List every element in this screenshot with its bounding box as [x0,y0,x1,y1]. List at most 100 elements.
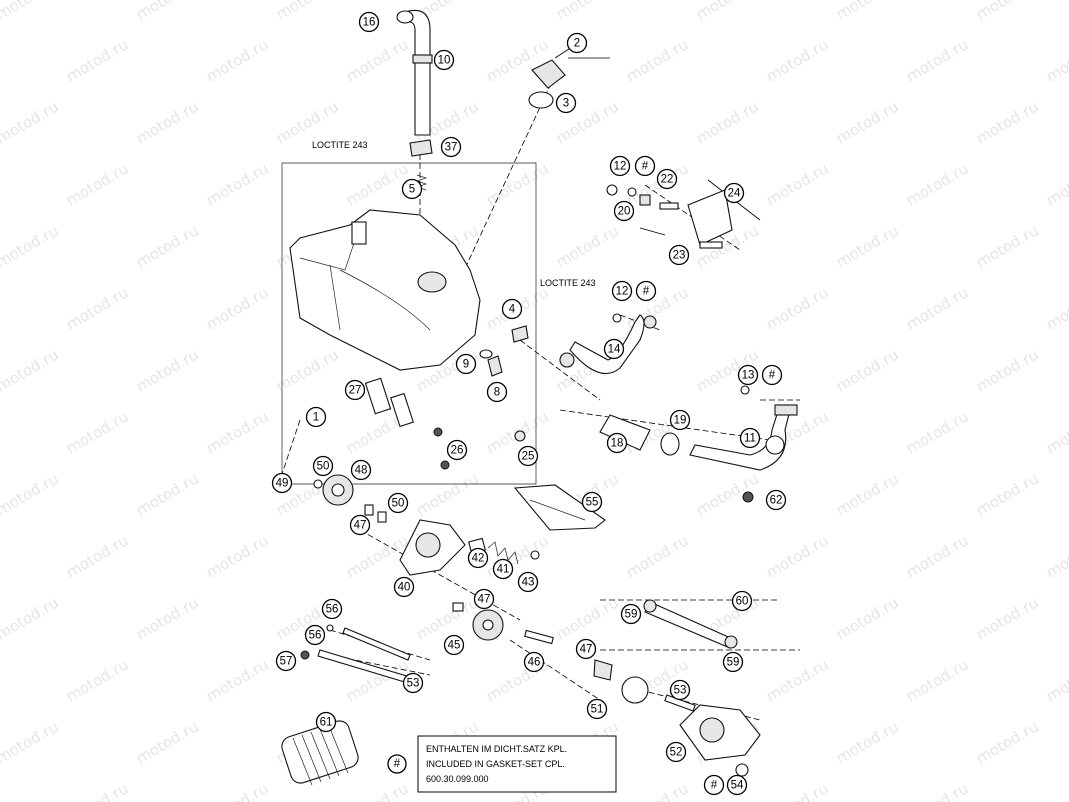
callout-circle [761,364,783,386]
callout-circle [722,651,744,673]
callout-circle [523,651,545,673]
watermark-text: motod.ru [133,345,202,395]
callout-number: 10 [438,55,451,67]
watermark-text: motod.ru [973,593,1042,643]
callout-number: 11 [744,433,756,445]
callout-number: 46 [528,657,541,669]
callout-number: 60 [736,596,749,608]
callout-part-4: 4 [501,298,523,320]
callout-circle [634,155,656,177]
callout-circle [613,200,635,222]
callout-number: 41 [497,564,510,576]
callout-part-18: 18 [606,432,628,454]
callout-circle [703,774,725,796]
watermark-text: motod.ru [413,469,482,519]
callout-gasket-marker: # [635,280,657,302]
callout-part-52: 52 [665,741,687,763]
washer-50 [313,479,323,489]
watermark-text: motod.ru [1043,531,1069,581]
callout-part-3: 3 [555,92,577,114]
watermark-text: motod.ru [623,779,692,802]
callout-circle [669,679,691,701]
callout-circle [440,136,462,158]
watermark-text: motod.ru [1043,655,1069,705]
legend-line-1: ENTHALTEN IM DICHT.SATZ KPL. [426,744,567,754]
watermark-text: motod.ru [903,159,972,209]
callout-circle [656,168,678,190]
callout-part-26: 26 [446,439,468,461]
strainer-27-b [390,392,414,428]
washer-56 [326,624,334,632]
callout-part-20: 20 [613,200,635,222]
bolt-56a [342,627,411,661]
watermark-text: motod.ru [903,283,972,333]
watermark-text: motod.ru [0,593,62,643]
callout-part-56: 56 [321,598,343,620]
watermark-text: motod.ru [1043,407,1069,457]
watermark-text: motod.ru [273,345,342,395]
watermark-text: motod.ru [763,35,832,85]
callout-number: 8 [494,387,500,399]
callout-number: 59 [625,609,638,621]
callout-circle [581,491,603,513]
fitting-14a [559,352,575,368]
washer-13 [740,385,750,395]
bolt-53 [664,694,696,712]
screw-26b [440,460,450,470]
o-ring-19 [660,432,680,456]
pin-47 [364,504,374,516]
callout-number: 54 [731,780,744,792]
gasket-set-legend: # ENTHALTEN IM DICHT.SATZ KPL. INCLUDED … [387,735,617,793]
watermark-text: motod.ru [63,283,132,333]
callout-circle [305,406,327,428]
callout-circle [501,298,523,320]
callout-part-56: 56 [304,624,326,646]
callout-circle [387,492,409,514]
callout-circle [350,459,372,481]
watermark-text: motod.ru [833,221,902,271]
callout-circle [467,547,489,569]
callout-part-62: 62 [765,489,787,511]
valve-37 [409,139,433,157]
legend-frame [417,735,617,793]
callout-circle [620,603,642,625]
watermark-text: motod.ru [273,0,342,23]
callout-part-1: 1 [305,406,327,428]
watermark-text: motod.ru [1043,159,1069,209]
callout-part-23: 23 [668,244,690,266]
callout-circle [555,92,577,114]
callout-number: 19 [674,415,687,427]
callout-part-49: 49 [271,472,293,494]
hose-clip [412,54,433,64]
callout-circle [393,576,415,598]
watermark-text: motod.ru [203,283,272,333]
clamp-11 [765,435,785,455]
watermark-text: motod.ru [973,469,1042,519]
watermark-text: motod.ru [833,593,902,643]
callout-part-43: 43 [517,571,539,593]
tank-fitting [351,221,367,245]
watermark-text: motod.ru [973,717,1042,767]
callout-part-40: 40 [393,576,415,598]
callout-circle [312,455,334,477]
hose-18 [599,414,651,451]
nut-25 [514,430,526,442]
watermark-text: motod.ru [0,221,62,271]
breather-hose [404,9,431,136]
plug-43 [530,550,540,560]
pin-50 [377,511,387,523]
callout-number: # [643,286,650,298]
watermark-text: motod.ru [833,97,902,147]
watermark-text: motod.ru [1043,35,1069,85]
watermark-text: motod.ru [413,593,482,643]
loctite-label-top: LOCTITE 243 [312,140,368,150]
filler-cap [531,59,566,89]
callout-number: 61 [320,717,333,729]
watermark-text: motod.ru [973,0,1042,23]
callout-circle [486,381,508,403]
callout-part-47: 47 [575,638,597,660]
watermark-text: motod.ru [833,469,902,519]
callout-part-47: 47 [473,588,495,610]
